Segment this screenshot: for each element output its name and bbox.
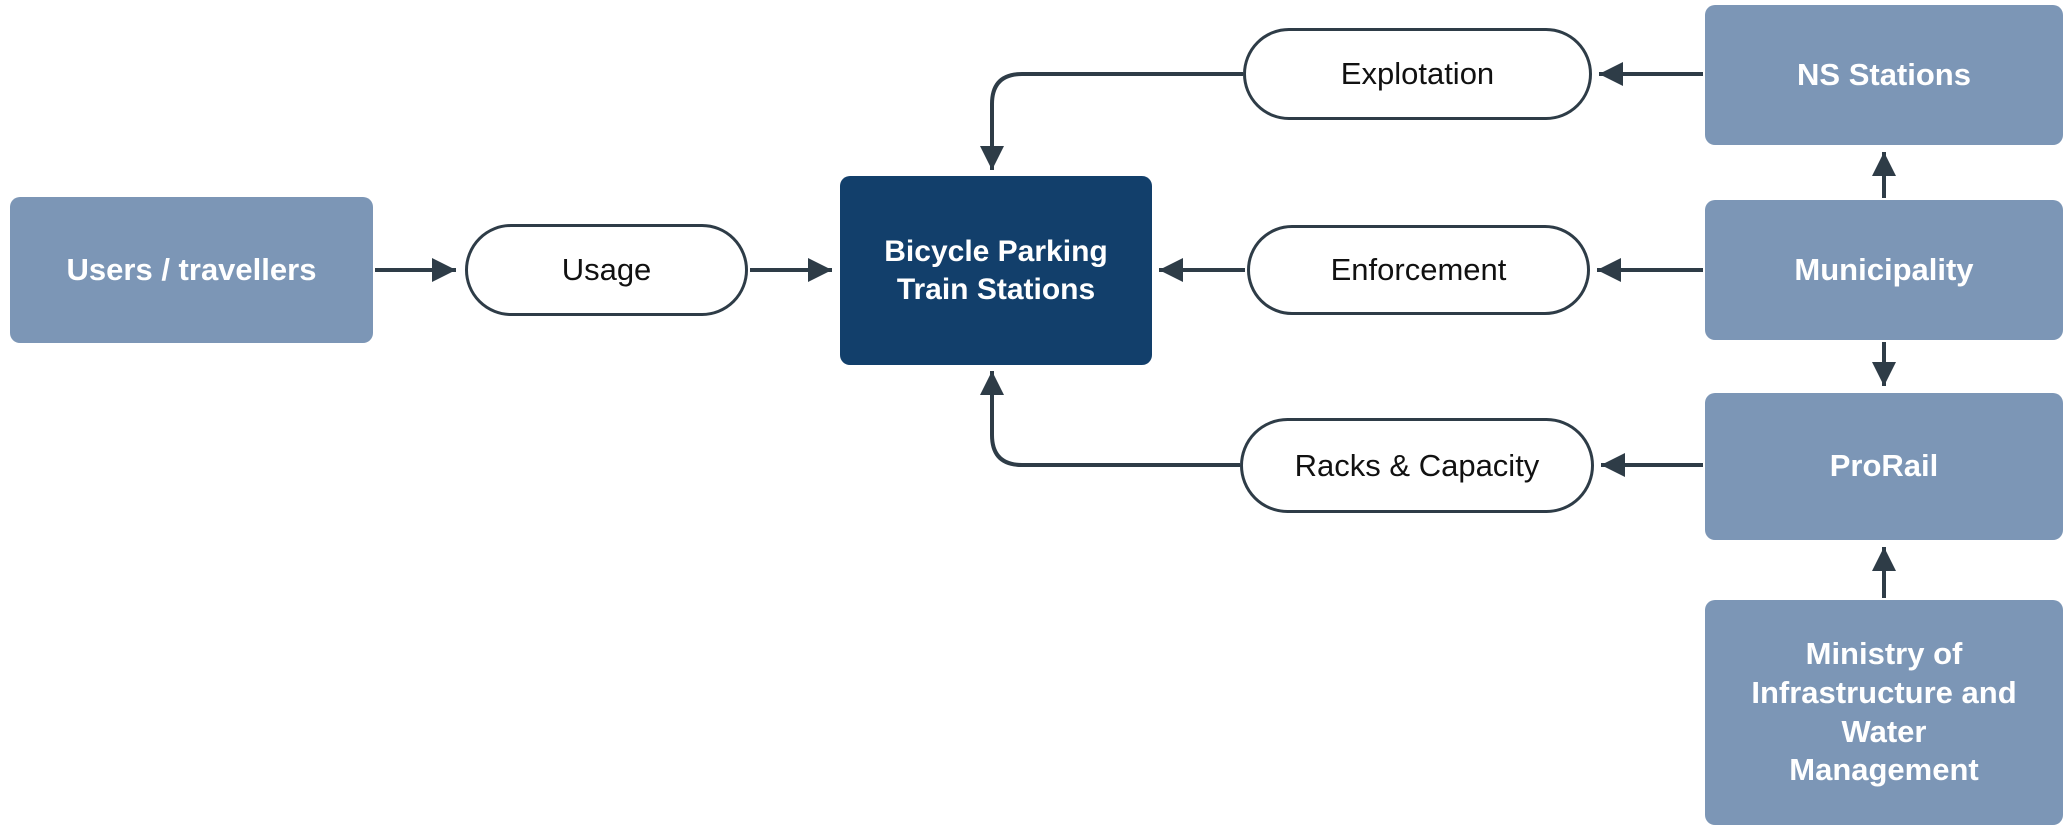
node-explotation: Explotation	[1243, 28, 1592, 120]
node-ministry-label: Ministry of Infrastructure and Water Man…	[1751, 636, 2017, 788]
node-ns-stations: NS Stations	[1705, 5, 2063, 145]
node-ns-label: NS Stations	[1797, 56, 1971, 92]
node-racks-label: Racks & Capacity	[1294, 447, 1540, 483]
node-usage: Usage	[465, 224, 748, 316]
node-municipality: Municipality	[1705, 200, 2063, 340]
arrow-explotation-to-bicycle	[980, 72, 1243, 170]
node-enforcement: Enforcement	[1247, 225, 1590, 315]
node-bicycle-parking-train-stations: Bicycle Parking Train Stations	[840, 176, 1152, 365]
node-bicycle-label: Bicycle Parking Train Stations	[884, 235, 1108, 306]
node-prorail-label: ProRail	[1829, 448, 1939, 484]
node-municipality-label: Municipality	[1794, 251, 1974, 287]
node-users-label: Users / travellers	[66, 251, 317, 287]
node-racks-capacity: Racks & Capacity	[1240, 418, 1594, 513]
node-usage-label: Usage	[561, 252, 652, 287]
node-ministry-infrastructure: Ministry of Infrastructure and Water Man…	[1705, 600, 2063, 825]
node-explotation-label: Explotation	[1340, 56, 1495, 91]
node-prorail: ProRail	[1705, 393, 2063, 540]
arrow-racks-to-bicycle	[980, 371, 1240, 467]
node-enforcement-label: Enforcement	[1330, 252, 1507, 287]
node-users-travellers: Users / travellers	[10, 197, 373, 343]
